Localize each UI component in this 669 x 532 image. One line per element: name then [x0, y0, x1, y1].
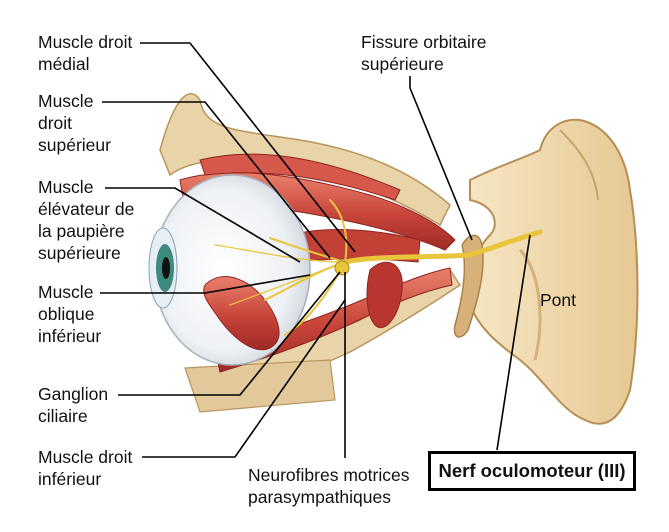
brainstem-pons	[467, 118, 639, 425]
orbital-floor-bone-base	[184, 359, 336, 413]
label-muscle-elevateur: Muscle élévateur de la paupière supérieu…	[38, 177, 135, 263]
ciliary-ganglion	[334, 260, 350, 276]
label-muscle-droit-inferieur: Muscle droit inférieur	[38, 447, 133, 489]
label-muscle-droit-superieur: Muscle droit supérieur	[38, 91, 111, 155]
inferior-oblique-muscle	[203, 276, 280, 351]
label-muscle-oblique-inferieur: Muscle oblique inférieur	[38, 282, 102, 346]
pons-fold	[559, 129, 599, 201]
levator-palpebrae-muscle	[199, 153, 401, 201]
label-nerf-oculomoteur: Nerf oculomoteur (III)	[438, 460, 626, 481]
label-pont: Pont	[540, 290, 576, 310]
superior-orbital-fissure	[453, 234, 484, 338]
lateral-muscle-belly	[366, 261, 403, 328]
label-ganglion-ciliaire: Ganglion ciliaire	[38, 384, 109, 426]
pupil	[162, 257, 170, 279]
label-nerf-oculomoteur-box: Nerf oculomoteur (III)	[428, 451, 636, 491]
label-muscle-droit-medial: Muscle droit médial	[38, 32, 133, 74]
label-fissure-orbitaire: Fissure orbitaire supérieure	[361, 32, 487, 74]
label-neurofibres: Neurofibres motrices parasympathiques	[248, 465, 410, 507]
medial-rectus-muscle	[289, 229, 421, 263]
leader-lines	[100, 42, 531, 458]
